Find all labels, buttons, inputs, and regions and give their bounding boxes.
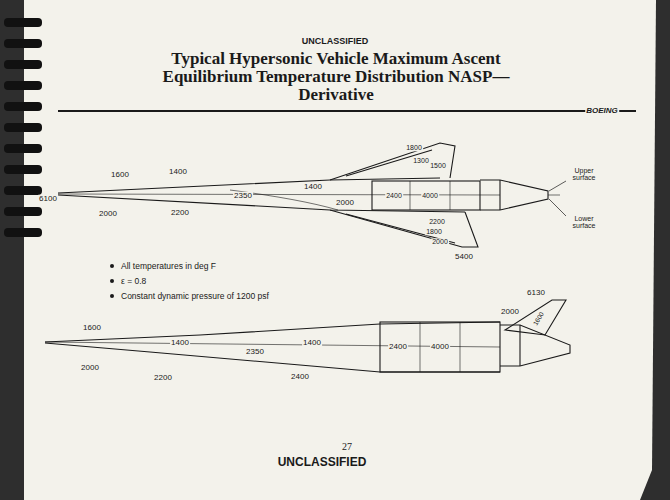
temperature-value: 2350 (233, 192, 253, 200)
page-number: 27 (341, 442, 353, 453)
temperature-value: 1400 (302, 339, 322, 347)
temperature-value: 4000 (430, 343, 450, 351)
surface-label: Upper surface (568, 167, 600, 182)
temperature-value: 1400 (168, 168, 188, 176)
note-text: ε = 0.8 (120, 277, 147, 286)
temperature-value: 1600 (82, 324, 102, 332)
spiral-binding (4, 18, 42, 237)
page-title: Typical Hypersonic Vehicle Maximum Ascen… (140, 50, 532, 104)
planform-view (58, 143, 566, 247)
temperature-value: 1800 (405, 144, 423, 151)
temperature-value: 2200 (170, 209, 190, 217)
temperature-value: 2200 (153, 374, 173, 382)
temperature-value: 2000 (431, 238, 449, 245)
heading-rule (58, 110, 636, 112)
temperature-value: 1600 (110, 171, 130, 179)
temperature-value: 1800 (425, 228, 443, 235)
temperature-value: 1500 (429, 162, 447, 169)
temperature-value: 1400 (303, 183, 323, 191)
note-text: All temperatures in deg F (120, 262, 217, 271)
temperature-value: 2000 (500, 308, 520, 316)
temperature-value: 6100 (38, 195, 58, 203)
temperature-value: 2400 (388, 343, 408, 351)
temperature-value: 2400 (385, 192, 403, 199)
temperature-value: 6130 (526, 289, 546, 297)
temperature-value: 2200 (428, 218, 446, 225)
temperature-value: 5400 (454, 253, 474, 261)
note-bullets (110, 264, 114, 298)
temperature-value: 1600 (532, 310, 546, 328)
company-logo: BOEING (585, 107, 619, 115)
temperature-value: 2000 (98, 210, 118, 218)
paper-page (24, 0, 656, 500)
temperature-value: 2000 (335, 199, 355, 207)
temperature-value: 2350 (245, 348, 265, 356)
surface-label: Lower surface (568, 215, 600, 230)
temperature-value: 2400 (290, 373, 310, 381)
classification-mark: UNCLASSIFIED (301, 37, 370, 46)
classification-mark: UNCLASSIFIED (277, 456, 368, 469)
temperature-value: 1400 (170, 339, 190, 347)
temperature-value: 4000 (421, 192, 439, 199)
side-view (45, 300, 570, 372)
temperature-value: 2000 (80, 364, 100, 372)
note-text: Constant dynamic pressure of 1200 psf (120, 292, 270, 301)
temperature-value: 1300 (412, 157, 430, 164)
